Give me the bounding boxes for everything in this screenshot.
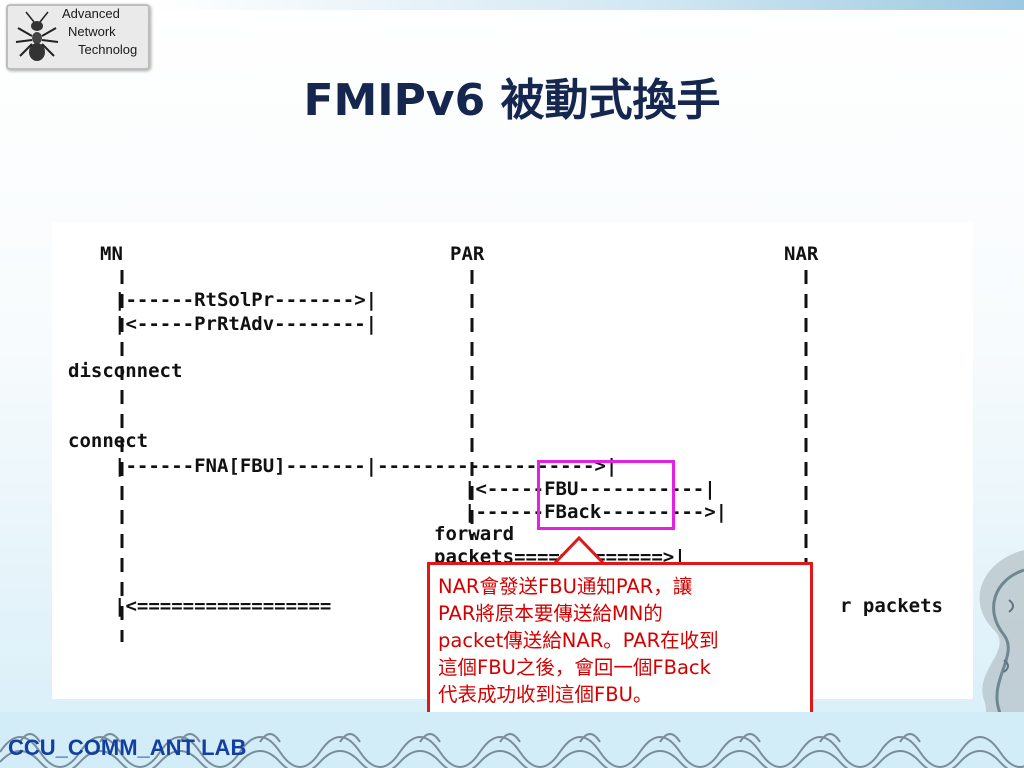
entity-nar: NAR xyxy=(784,243,819,265)
logo-line-3: Technolog xyxy=(78,42,138,57)
lab-footer-label: CCU_COMM_ANT LAB xyxy=(8,735,247,760)
msg-deliver-left: |<================= xyxy=(114,595,331,617)
ant-icon xyxy=(15,11,59,61)
top-accent-bar xyxy=(150,0,1024,10)
label-connect: connect xyxy=(68,430,148,452)
fbu-highlight-box xyxy=(537,460,675,530)
wave-decoration xyxy=(0,712,1024,768)
msg-fbu: |<-----FBU-----------| xyxy=(464,478,716,500)
label-forward: forward xyxy=(434,523,514,545)
msg-prrtadv: |<-----PrRtAdv--------| xyxy=(114,313,377,335)
sequence-diagram: MN PAR NAR |------RtSolPr------->| |<---… xyxy=(52,222,973,699)
msg-fna-fbu: |------FNA[FBU]-------|-----------------… xyxy=(114,455,617,477)
entity-par: PAR xyxy=(450,243,485,265)
callout-line-1: NAR會發送FBU通知PAR，讓 xyxy=(438,575,693,598)
callout-line-5: 代表成功收到這個FBU。 xyxy=(438,683,653,706)
explanation-callout: NAR會發送FBU通知PAR，讓 PAR將原本要傳送給MN的 packet傳送給… xyxy=(427,562,813,717)
entity-mn: MN xyxy=(100,243,123,265)
msg-deliver-right: r packets xyxy=(840,595,943,617)
label-disconnect: disconnect xyxy=(68,360,182,382)
logo-line-2: Network xyxy=(68,24,116,39)
callout-line-3: packet傳送給NAR。PAR在收到 xyxy=(438,629,719,652)
lab-logo: Advanced Network Technolog xyxy=(6,4,150,70)
logo-line-1: Advanced xyxy=(62,6,120,21)
callout-line-2: PAR將原本要傳送給MN的 xyxy=(438,602,663,625)
msg-fback: |------FBack--------->| xyxy=(464,501,727,523)
slide-title: FMIPv6 被動式換手 xyxy=(303,75,721,126)
callout-line-4: 這個FBU之後，會回一個FBack xyxy=(438,656,711,679)
msg-rtsolpr: |------RtSolPr------->| xyxy=(114,289,377,311)
